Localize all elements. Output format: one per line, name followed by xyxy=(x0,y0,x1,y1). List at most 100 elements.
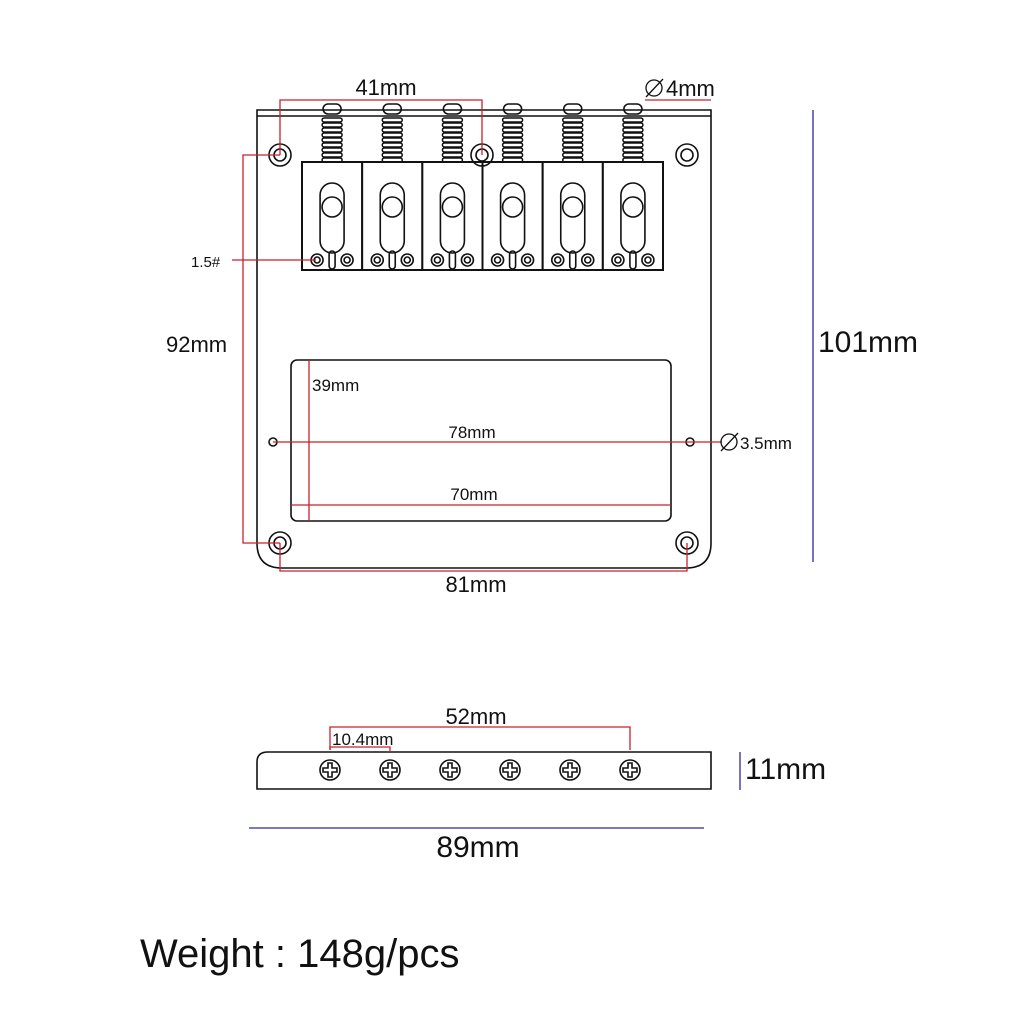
height-screw xyxy=(580,253,595,267)
height-screw-inner xyxy=(463,256,472,264)
label-4mm: 4mm xyxy=(666,76,715,101)
saddle-body xyxy=(481,161,544,271)
label-39mm: 39mm xyxy=(312,376,359,395)
spring-coil xyxy=(501,142,524,148)
spring xyxy=(321,103,343,163)
spring xyxy=(441,103,464,163)
height-screw xyxy=(460,253,475,267)
phillips-screw-icon xyxy=(379,759,401,781)
label-78mm: 78mm xyxy=(448,423,495,442)
height-screw xyxy=(550,253,565,267)
screw-cross xyxy=(382,762,398,778)
spring-cap xyxy=(442,103,463,115)
spring-coil xyxy=(321,147,343,153)
height-screw xyxy=(520,253,535,267)
spring-coil xyxy=(501,132,524,138)
screw-head xyxy=(439,759,461,781)
spring-coil xyxy=(562,137,584,143)
height-screw-inner xyxy=(343,256,351,264)
label-10.4mm: 10.4mm xyxy=(332,730,393,749)
spring xyxy=(501,103,524,163)
saddle-body xyxy=(421,161,484,271)
spring-coil xyxy=(381,147,403,153)
side-screws xyxy=(319,759,641,781)
saddle xyxy=(481,161,544,271)
phillips-screw-icon xyxy=(559,759,581,781)
label-52mm: 52mm xyxy=(445,704,506,729)
spring-coil xyxy=(381,127,403,133)
spring-cap xyxy=(562,103,583,115)
height-screw-inner xyxy=(433,256,442,264)
spring-coil xyxy=(441,117,464,123)
spring-coil xyxy=(622,117,644,123)
spring-coil xyxy=(441,122,464,128)
height-screw xyxy=(490,253,505,267)
label-3.5mm: 3.5mm xyxy=(740,434,792,453)
saddle-screw-hole xyxy=(321,196,343,218)
saddle-body xyxy=(361,161,424,271)
saddle-slot xyxy=(439,182,466,254)
height-screw-inner xyxy=(493,256,502,264)
spring-coil xyxy=(321,132,343,138)
saddle-slot xyxy=(620,182,646,254)
side-plate xyxy=(256,751,712,790)
top-view: 41mm 4mm 1.5# 92mm 101mm 39mm 78mm 3.5mm… xyxy=(166,75,918,597)
screw-head xyxy=(619,759,641,781)
spring-coil xyxy=(562,122,584,128)
saddle-slot xyxy=(499,182,526,254)
phillips-screw-icon xyxy=(319,759,341,781)
dim-line-41mm xyxy=(279,99,483,155)
spring-cap xyxy=(322,103,342,115)
saddle-body xyxy=(541,161,604,271)
saddle xyxy=(601,161,664,271)
screw-cross xyxy=(502,762,518,778)
spring-coil xyxy=(622,152,644,158)
screw-head xyxy=(319,759,341,781)
spring-coil xyxy=(562,127,584,133)
string-notch xyxy=(448,250,457,270)
dim-line-81mm xyxy=(279,543,688,572)
spring-coil xyxy=(622,137,644,143)
height-screw xyxy=(611,253,625,267)
height-screw-inner xyxy=(553,256,562,264)
dim-line-10.4mm xyxy=(329,746,391,752)
string-notch xyxy=(629,250,637,270)
diameter-icon xyxy=(645,78,664,98)
label-81mm: 81mm xyxy=(445,572,506,597)
saddle-body xyxy=(301,161,364,271)
spring-coil xyxy=(381,117,403,123)
spring-coil xyxy=(562,152,584,158)
dim-line-52mm xyxy=(329,726,631,750)
screw-head xyxy=(499,759,521,781)
saddle-screw-hole xyxy=(381,196,404,218)
label-70mm: 70mm xyxy=(450,485,497,504)
spring-coil xyxy=(441,142,464,148)
spring-coil xyxy=(321,117,343,123)
spring-coil xyxy=(501,147,524,153)
phillips-screw-icon xyxy=(499,759,521,781)
saddle xyxy=(361,161,424,271)
spring-coil xyxy=(622,142,644,148)
screw-cross xyxy=(622,762,638,778)
label-41mm: 41mm xyxy=(355,75,416,100)
spring xyxy=(381,103,403,163)
spring-coil xyxy=(321,127,343,133)
label-101mm: 101mm xyxy=(818,326,918,359)
spring-coil xyxy=(622,127,644,133)
saddle-screw-hole xyxy=(622,196,644,218)
height-screw xyxy=(400,253,415,267)
height-screw-inner xyxy=(644,256,652,264)
string-notch xyxy=(388,250,397,270)
spring-coil xyxy=(441,127,464,133)
spring-coil xyxy=(321,137,343,143)
saddle xyxy=(541,161,604,271)
spring-coil xyxy=(381,142,403,148)
weight-label: Weight : 148g/pcs xyxy=(140,932,459,976)
mount-hole-inner xyxy=(680,148,694,162)
spring-coil xyxy=(622,147,644,153)
height-screw xyxy=(370,253,385,267)
spring-coil xyxy=(562,142,584,148)
height-screw-inner xyxy=(403,256,412,264)
label-92mm: 92mm xyxy=(166,332,227,357)
